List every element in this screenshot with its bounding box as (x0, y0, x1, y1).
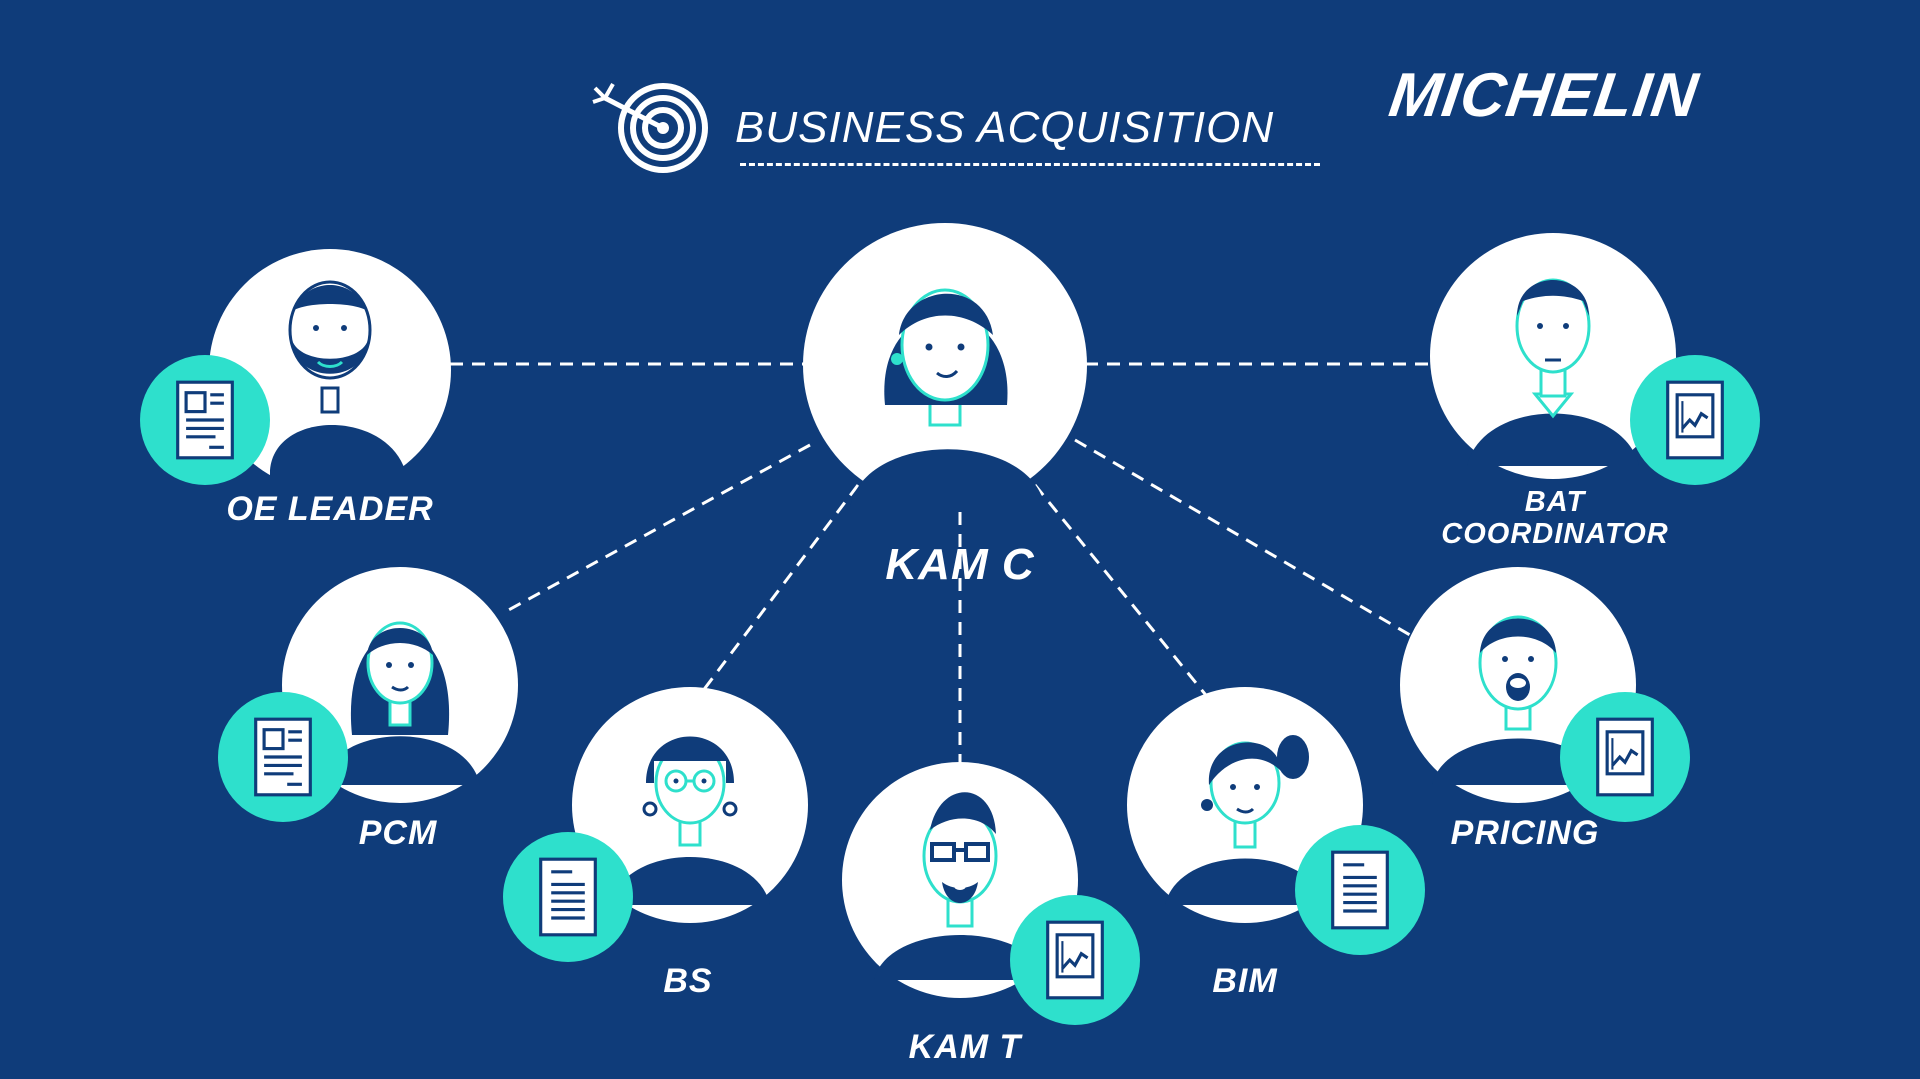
connector-bim (1033, 484, 1220, 711)
target-icon (592, 83, 708, 173)
form-document-icon (140, 355, 270, 485)
node-kam-t (842, 762, 1140, 1025)
label-bat-line1: BAT (1524, 486, 1586, 518)
label-pcm: PCM (358, 814, 438, 852)
avatar-bat (1467, 278, 1639, 466)
node-pcm (218, 567, 518, 822)
connector-lines (450, 362, 1430, 770)
label-pricing: PRICING (1450, 814, 1600, 852)
avatar-bim (1165, 735, 1325, 905)
connector-pcm (504, 443, 811, 614)
chart-document-icon (1630, 355, 1760, 485)
avatar-pricing (1432, 615, 1604, 785)
text-document-icon (503, 832, 633, 962)
avatar-bs (610, 736, 770, 905)
avatar-oe-leader (270, 280, 405, 491)
page-title: BUSINESS ACQUISITION (735, 103, 1275, 152)
label-kam-t: KAM T (908, 1028, 1022, 1066)
avatar-pcm (320, 621, 480, 785)
node-kam-c (803, 223, 1087, 507)
label-oe-leader: OE LEADER (226, 490, 434, 528)
label-kam-c: KAM C (885, 540, 1035, 589)
node-oe-leader (140, 249, 451, 491)
title-divider (740, 163, 1320, 166)
chart-document-icon (1010, 895, 1140, 1025)
node-bs (503, 687, 808, 962)
label-bs: BS (663, 962, 713, 1000)
node-bat-coordinator (1430, 233, 1760, 485)
connector-pricing (1074, 438, 1411, 637)
chart-document-icon (1560, 692, 1690, 822)
brand-logo: MICHELIN (1385, 61, 1703, 130)
text-document-icon (1295, 825, 1425, 955)
label-bim: BIM (1212, 962, 1278, 1000)
label-bat-line2: COORDINATOR (1441, 518, 1669, 550)
avatar-kam-c (850, 288, 1045, 507)
form-document-icon (218, 692, 348, 822)
avatar-kam-t (874, 792, 1046, 980)
node-pricing (1400, 567, 1690, 822)
connector-bs (688, 484, 860, 709)
node-bim (1127, 687, 1425, 955)
label-bat-coordinator: BAT COORDINATOR (1441, 486, 1668, 550)
